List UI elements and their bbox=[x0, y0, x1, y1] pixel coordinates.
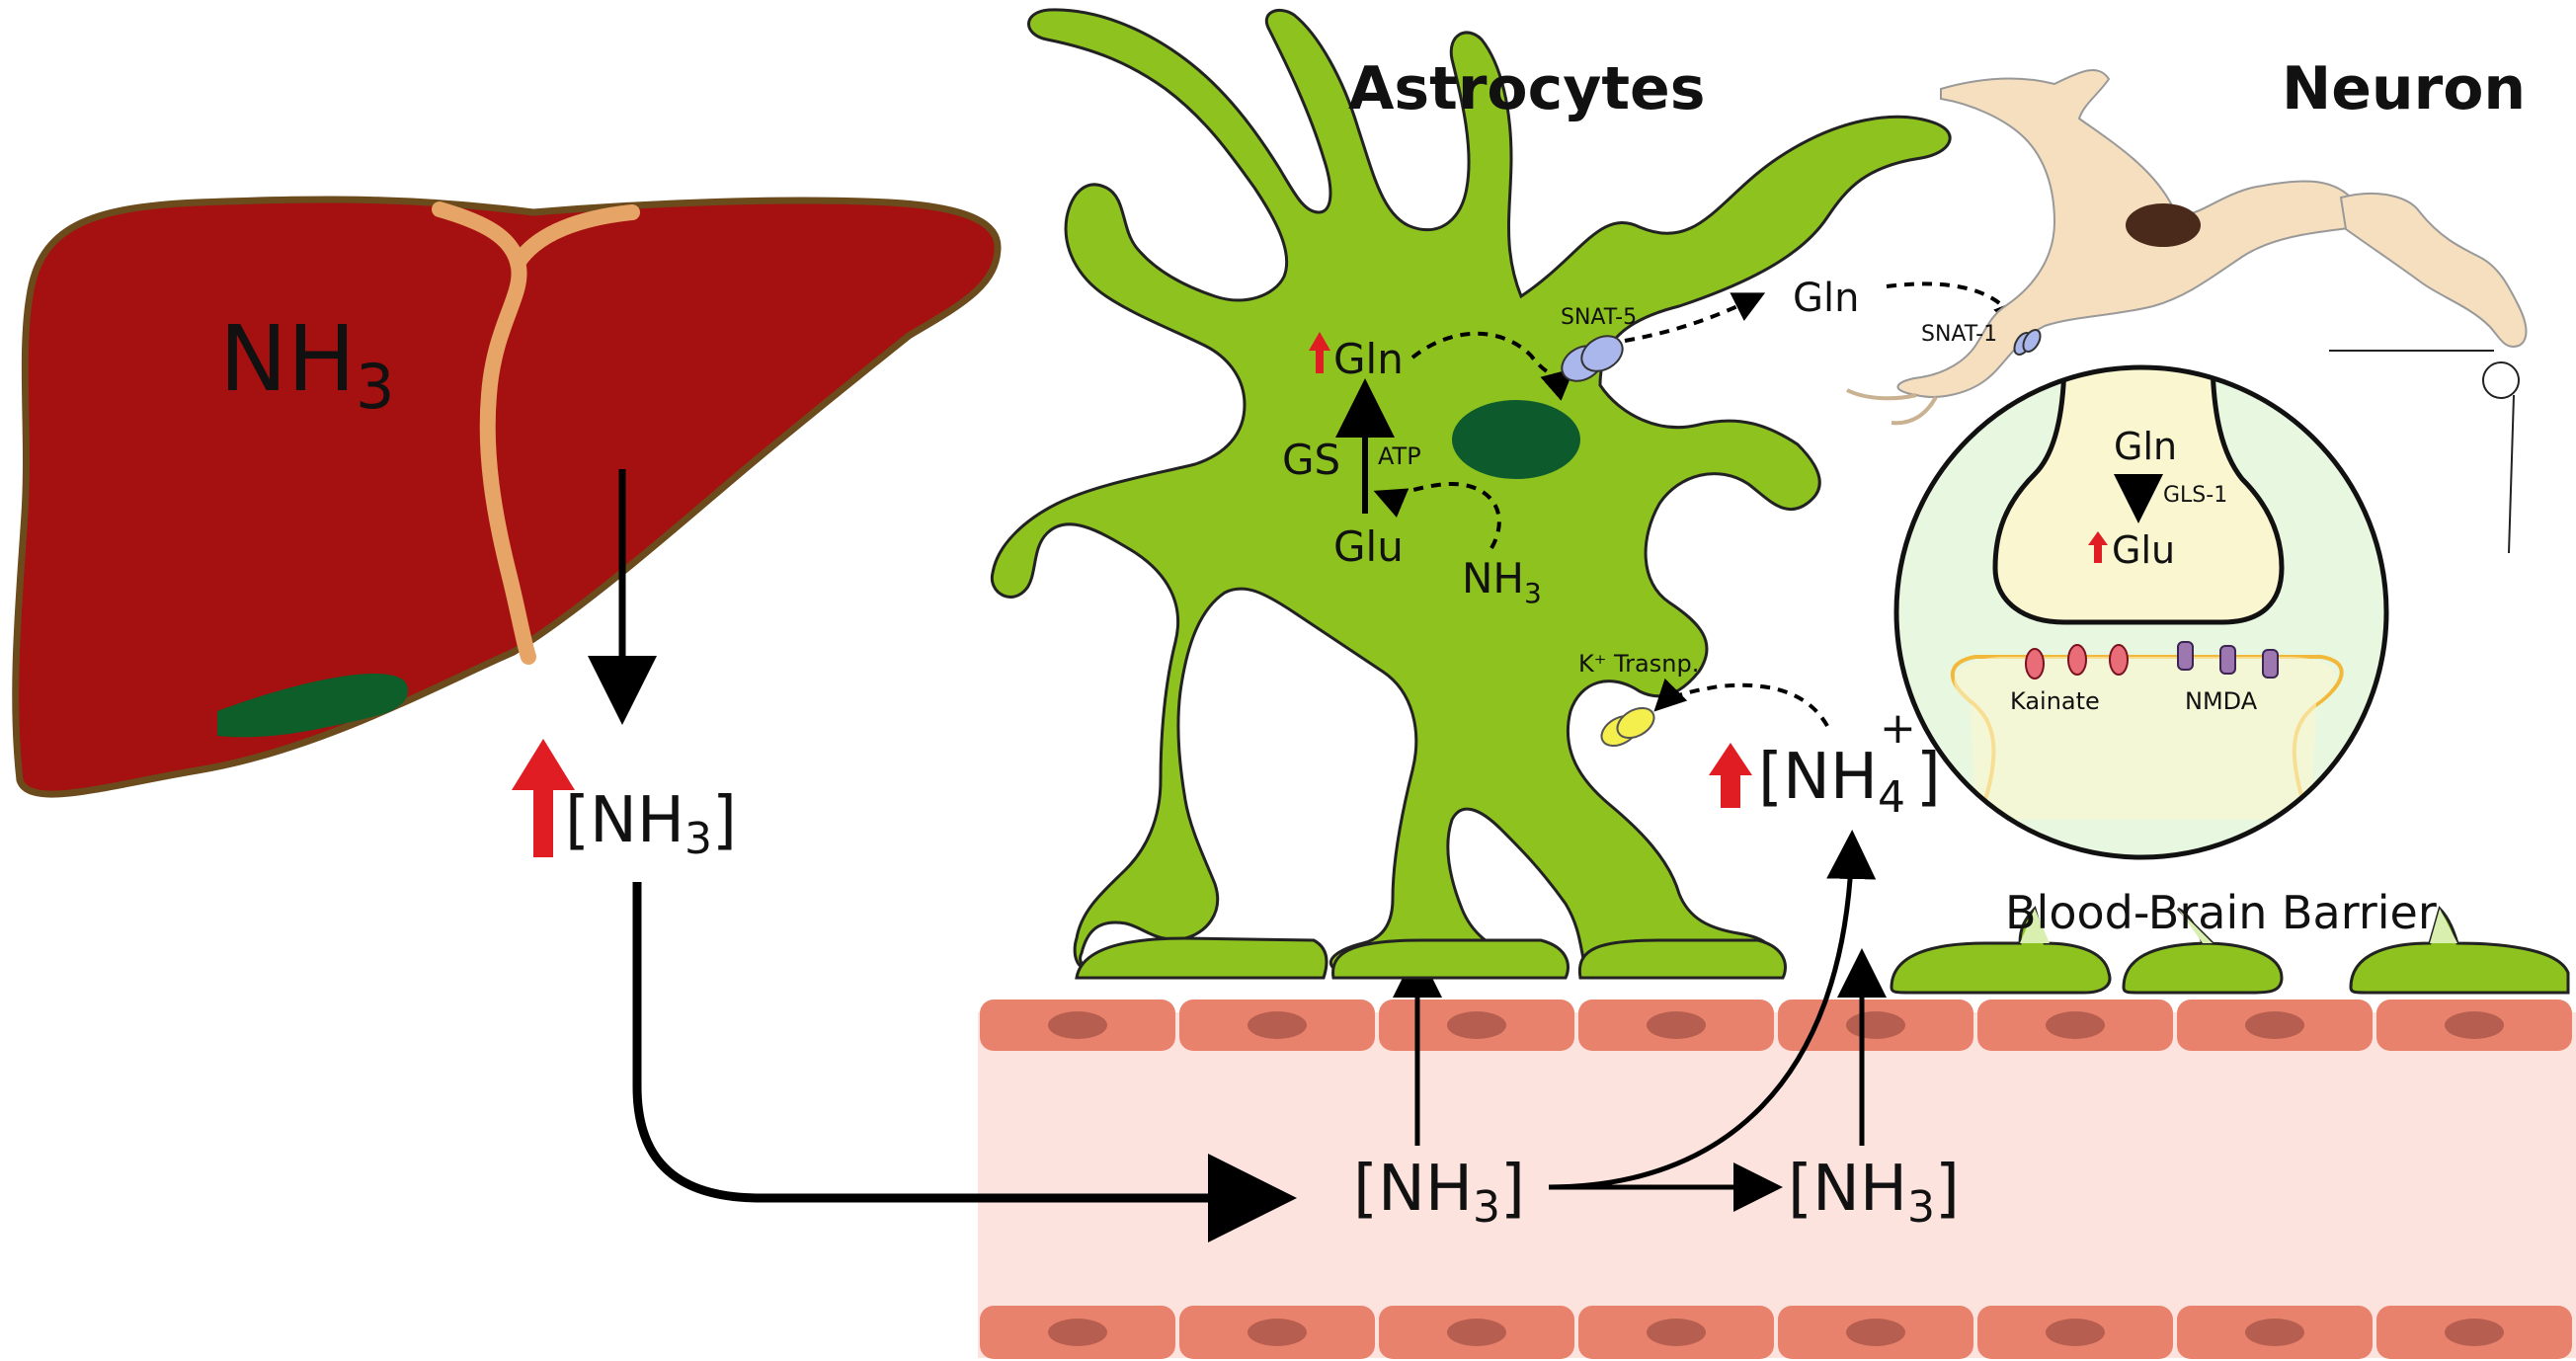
endothelial-nucleus bbox=[2245, 1011, 2304, 1039]
blood-flow-arrow bbox=[632, 882, 1297, 1242]
endothelial-nucleus bbox=[1248, 1011, 1307, 1039]
endothelial-nucleus bbox=[1048, 1319, 1107, 1346]
gls1-label: GLS-1 bbox=[2163, 483, 2227, 508]
astrocyte-endfeet bbox=[1075, 936, 1787, 980]
nmda-receptors bbox=[2177, 641, 2279, 679]
neuron-gln-label: Gln bbox=[1793, 276, 1859, 321]
astrocyte-nucleus bbox=[1452, 400, 1580, 479]
nmda-label: NMDA bbox=[2185, 687, 2258, 715]
zoom-source-circle bbox=[2482, 361, 2520, 399]
endothelial-nucleus bbox=[2445, 1319, 2504, 1346]
endothelium-top bbox=[980, 1000, 2572, 1051]
gln-export-arrow bbox=[1410, 331, 1575, 401]
astrocyte-glu-label: Glu bbox=[1333, 522, 1404, 571]
liver-label: NH3 bbox=[219, 306, 394, 423]
astrocyte-gln-label: Gln bbox=[1333, 335, 1404, 383]
ammonium-label: [NH4+] bbox=[1758, 703, 1941, 823]
synapse-glu-label: Glu bbox=[2112, 528, 2175, 572]
astrocyte-nh3-label: NH3 bbox=[1462, 554, 1542, 609]
glu-increase-arrow-icon bbox=[2088, 531, 2108, 563]
atp-label: ATP bbox=[1378, 442, 1421, 470]
endothelial-nucleus bbox=[1447, 1011, 1506, 1039]
endothelial-nucleus bbox=[1447, 1319, 1506, 1346]
k-transporter bbox=[1600, 706, 1655, 748]
endothelial-nucleus bbox=[1048, 1011, 1107, 1039]
gs-label: GS bbox=[1282, 436, 1340, 484]
ammonium-conversion-arrow bbox=[1548, 830, 1877, 1190]
k-transporter-label: K⁺ Trasnp. bbox=[1578, 650, 1699, 678]
snat5-label: SNAT-5 bbox=[1561, 305, 1637, 330]
blood-ammonia-label: [NH3] bbox=[565, 784, 737, 864]
endothelial-nucleus bbox=[1846, 1319, 1905, 1346]
neuron bbox=[1846, 68, 2528, 426]
endothelial-nucleus bbox=[1647, 1319, 1706, 1346]
endothelial-nucleus bbox=[2046, 1319, 2105, 1346]
bbb-label: Blood-Brain Barrier bbox=[2005, 886, 2437, 939]
gln-increase-arrow-icon bbox=[1309, 332, 1330, 373]
snat1-label: SNAT-1 bbox=[1921, 322, 1997, 347]
synapse-inset: Gln GLS-1 Glu Kainate NMDA bbox=[1893, 364, 2389, 860]
astrocytes-title: Astrocytes bbox=[1348, 54, 1705, 123]
snat5-transporter bbox=[1561, 335, 1624, 382]
gln-uptake-arrow bbox=[1886, 281, 2023, 334]
endothelium-bottom bbox=[980, 1306, 2572, 1359]
neuron-nucleus bbox=[2126, 203, 2201, 247]
ammonium-transport-arrow bbox=[1653, 678, 1829, 727]
endothelial-nucleus bbox=[1647, 1011, 1706, 1039]
neuron-title: Neuron bbox=[2282, 54, 2526, 123]
snat1-transporter bbox=[2013, 329, 2042, 356]
blood-ammonia-increase: [NH3] bbox=[512, 739, 737, 864]
endothelial-nucleus bbox=[2046, 1011, 2105, 1039]
bbb-endfeet bbox=[1890, 906, 2570, 995]
gallbladder bbox=[217, 673, 409, 738]
endothelial-nucleus bbox=[1248, 1319, 1307, 1346]
endothelial-nucleus bbox=[2445, 1011, 2504, 1039]
ammonium-increase: [NH4+] bbox=[1709, 703, 1941, 823]
gln-to-neuron-arrow bbox=[1624, 292, 1766, 343]
zoom-line-side bbox=[2508, 394, 2515, 554]
kainate-receptors bbox=[2025, 644, 2129, 680]
hepatic-vessel bbox=[432, 201, 640, 665]
endothelial-nucleus bbox=[2245, 1319, 2304, 1346]
endothelial-nucleus bbox=[1846, 1011, 1905, 1039]
vessel-ammonia-right: [NH3] bbox=[1788, 1153, 1960, 1233]
kainate-label: Kainate bbox=[2010, 687, 2100, 715]
nh3-to-gs-arrow bbox=[1373, 481, 1501, 549]
astrocyte bbox=[990, 8, 1952, 980]
liver: NH3 bbox=[12, 196, 1002, 798]
vessel-ammonia-left: [NH3] bbox=[1353, 1153, 1525, 1233]
blood-vessel bbox=[978, 1000, 2576, 1359]
synapse-gln-label: Gln bbox=[2114, 425, 2177, 468]
increase-arrow-icon bbox=[1709, 743, 1752, 808]
increase-arrow-icon bbox=[512, 739, 575, 857]
